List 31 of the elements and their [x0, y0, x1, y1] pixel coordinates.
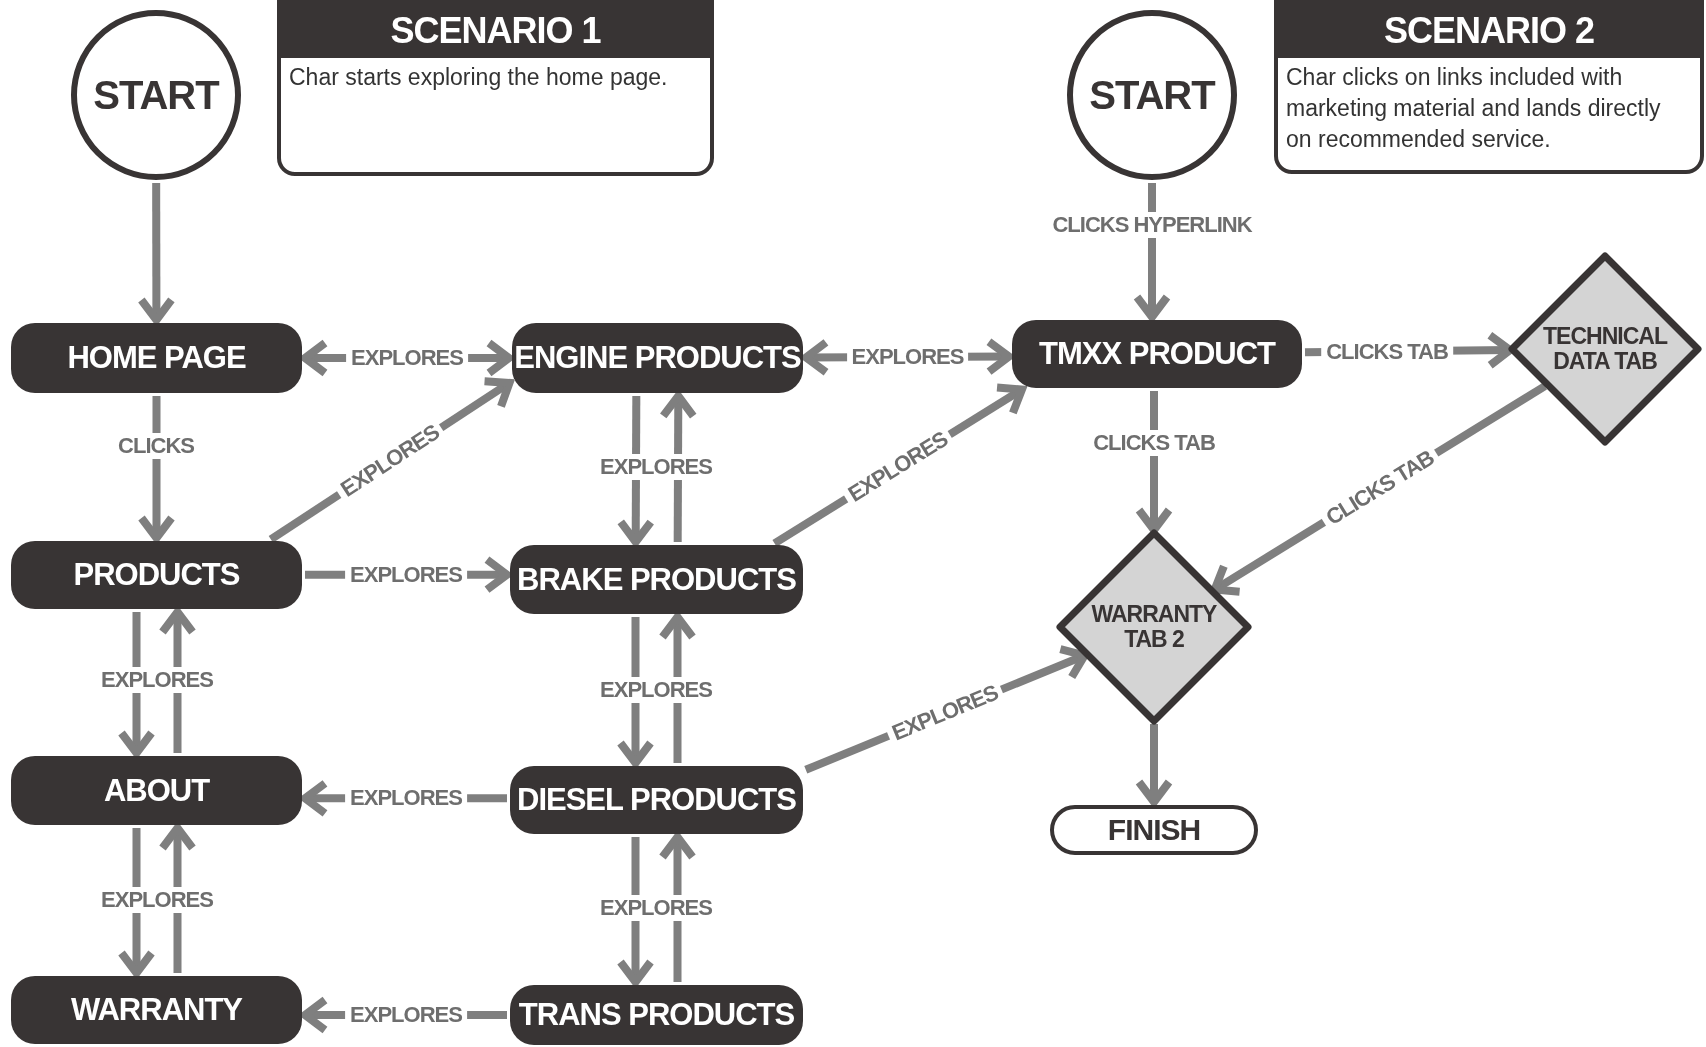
node-label: BRAKE PRODUCTS [517, 561, 796, 598]
node-label: START [1089, 72, 1215, 118]
node-label: FINISH [1107, 813, 1201, 847]
scenario-card [1274, 0, 1704, 174]
node-label: WARRANTY [70, 992, 243, 1028]
scenario-heading: SCENARIO 2 [1278, 4, 1700, 58]
scenario-description: Char clicks on links included with marketing material and lands directly on recommended service. [1285, 63, 1662, 154]
node-label: ENGINE PRODUCTS [514, 340, 801, 376]
page-pill [11, 541, 302, 609]
node-label: DIESEL PRODUCTS [517, 782, 796, 818]
page-pill [510, 545, 803, 614]
node-label: TRANS PRODUCTS [518, 997, 795, 1033]
page-pill [11, 323, 302, 393]
node-label: PRODUCTS [73, 557, 240, 593]
page-pill [1012, 320, 1302, 388]
page-pill [510, 985, 803, 1045]
node-label: TMXX PRODUCT [1039, 336, 1275, 372]
node-label: TECHNICAL DATA TAB [1542, 324, 1668, 374]
page-pill [510, 766, 803, 834]
scenario-heading: SCENARIO 1 [281, 4, 710, 58]
node-label: START [93, 72, 219, 118]
scenario-card [277, 0, 714, 176]
page-pill [512, 323, 803, 393]
scenario-description: Char starts exploring the home page. [288, 63, 669, 92]
node-label: WARRANTY TAB 2 [1091, 602, 1217, 652]
page-pill [11, 756, 302, 825]
node-label: HOME PAGE [67, 340, 246, 376]
node-label: ABOUT [103, 772, 210, 809]
arrow [616, 395, 655, 546]
page-pill [11, 976, 302, 1044]
finish-terminal [1050, 805, 1258, 855]
